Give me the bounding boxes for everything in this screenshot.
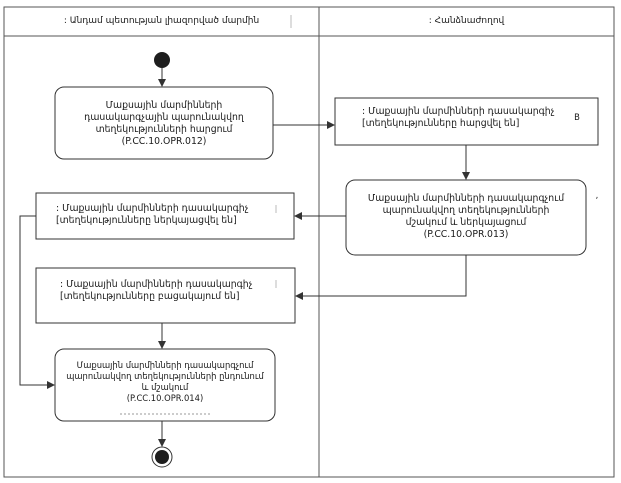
action-receive-process-label: Մաքսային մարմինների դասակարգչում պարունա… xyxy=(66,360,264,403)
object-absent-label: : Մաքսային մարմինների դասակարգիչ [տեղեկո… xyxy=(60,279,253,302)
end-node-inner xyxy=(155,450,169,464)
action-request-info xyxy=(54,86,274,160)
action-receive-process xyxy=(54,348,276,422)
start-node xyxy=(154,52,170,68)
flow-n3-to-n5 xyxy=(295,255,467,300)
object-submitted xyxy=(35,192,295,240)
flow-n4-to-n6 xyxy=(19,215,55,389)
swimlane-frame xyxy=(3,6,615,478)
swimlane-title-right: : Հանձնաժողով xyxy=(428,16,505,26)
action-process-submit-label: Մաքսային մարմինների դասակարգչում պարունա… xyxy=(367,193,565,240)
b-mark: B xyxy=(574,112,580,122)
comma-mark: , xyxy=(595,190,599,200)
object-submitted-label: : Մաքսային մարմինների դասակարգիչ [տեղեկո… xyxy=(56,203,249,226)
action-request-info-label: Մաքսային մարմինների դասակարգչային պարուն… xyxy=(84,100,244,147)
swimlane-title-left: : Անդամ պետության լիազորված մարմին xyxy=(63,16,260,26)
object-requested-label: : Մաքսային մարմինների դասակարգիչ [տեղեկո… xyxy=(362,106,555,129)
object-absent xyxy=(35,267,296,324)
